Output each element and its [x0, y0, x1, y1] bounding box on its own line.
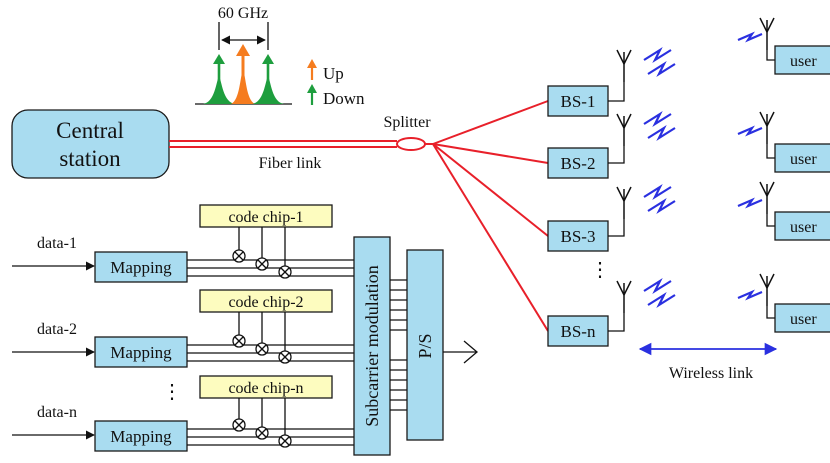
base-station-3: BS-3	[547, 183, 676, 252]
subcarrier-lines	[390, 279, 407, 411]
user-n: user	[737, 273, 830, 333]
antenna-icon	[616, 280, 632, 314]
antenna-icon	[616, 49, 632, 83]
wireless-signal-icon	[737, 125, 763, 137]
central-station-line1: Central	[56, 118, 124, 143]
wireless-signal-icon	[737, 289, 763, 301]
fiber-link-label: Fiber link	[259, 155, 322, 172]
freq-label: 60 GHz	[218, 5, 268, 22]
ps-label: P/S	[415, 333, 435, 358]
mapping-label: Mapping	[110, 427, 172, 446]
ps-box	[406, 249, 444, 441]
mapping-label: Mapping	[110, 258, 172, 277]
output-arrow	[443, 340, 479, 364]
code-chip-label: code chip-1	[228, 209, 303, 226]
wireless-link-label: Wireless link	[669, 365, 753, 382]
subcarrier-modulation-label: Subcarrier modulation	[362, 265, 382, 426]
antenna-icon	[616, 186, 632, 220]
input-ellipsis: ⋮	[162, 381, 182, 403]
bs-label: BS-3	[561, 227, 596, 246]
down-label: Down	[323, 89, 365, 108]
spectrum-inset: 60 GHz Up Down	[195, 5, 365, 108]
distribution-fibers	[432, 100, 549, 332]
wireless-signal-icon	[643, 110, 672, 128]
tx-branch-n: data-n Mapping code chip-n	[12, 375, 354, 452]
fiber-link	[169, 137, 433, 151]
tx-branch-2: data-2 Mapping code chip-2	[12, 289, 354, 368]
base-station-n: BS-n	[547, 277, 676, 347]
antenna-icon	[759, 111, 775, 145]
bs-label: BS-1	[561, 92, 596, 111]
central-station-line2: station	[59, 146, 121, 171]
central-station-box	[11, 109, 170, 179]
wireless-signal-icon	[737, 197, 763, 209]
code-chip-label: code chip-2	[228, 294, 303, 311]
code-chip-box	[199, 375, 333, 399]
user-label: user	[790, 53, 817, 70]
wireless-signal-icon	[643, 277, 672, 295]
user-label: user	[790, 151, 817, 168]
bs-ellipsis: ⋮	[590, 259, 610, 281]
mapping-box	[94, 420, 188, 452]
user-1: user	[737, 17, 830, 75]
antenna-icon	[616, 113, 632, 147]
wireless-signal-icon	[737, 31, 763, 43]
antenna-icon	[759, 273, 775, 307]
user-2: user	[737, 111, 830, 173]
tx-branch-1: data-1 Mapping code chip-1	[12, 204, 354, 283]
subcarrier-modulation-box	[353, 236, 391, 456]
data-input-label: data-2	[37, 321, 77, 338]
data-input-label: data-1	[37, 235, 77, 252]
code-chip-box	[199, 289, 333, 313]
wireless-signal-icon	[643, 46, 672, 64]
code-chip-box	[199, 204, 333, 228]
data-input-label: data-n	[37, 404, 77, 421]
splitter-label: Splitter	[383, 114, 431, 131]
mapping-box	[94, 336, 188, 368]
antenna-icon	[759, 181, 775, 215]
user-3: user	[737, 181, 830, 241]
up-label: Up	[323, 64, 344, 83]
user-label: user	[790, 219, 817, 236]
bs-label: BS-2	[561, 154, 596, 173]
code-chip-label: code chip-n	[228, 380, 303, 397]
antenna-icon	[759, 17, 775, 51]
mapping-box	[94, 251, 188, 283]
bs-label: BS-n	[561, 322, 596, 341]
base-station-2: BS-2	[547, 110, 676, 179]
wireless-signal-icon	[643, 183, 672, 201]
mapping-label: Mapping	[110, 343, 172, 362]
user-label: user	[790, 311, 817, 328]
base-station-1: BS-1	[547, 46, 676, 117]
